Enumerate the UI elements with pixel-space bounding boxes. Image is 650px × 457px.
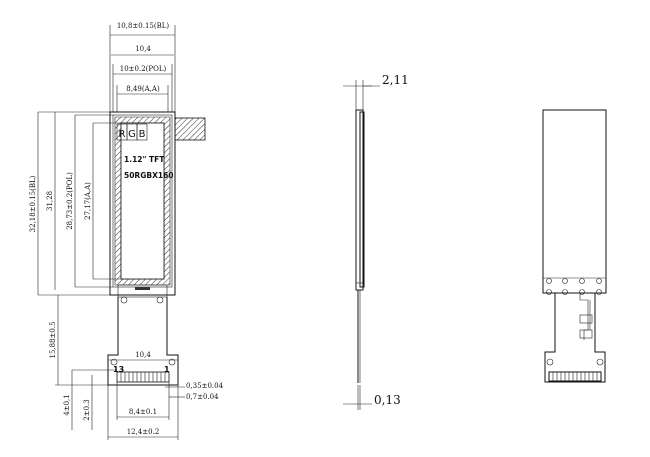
side-view: 2,11 0,13: [343, 73, 409, 410]
pin-last: 1: [164, 365, 170, 374]
active-area: [120, 122, 165, 280]
fpc: 13 1: [107, 284, 179, 386]
fpc-pads: [116, 371, 170, 383]
dim-left-fpc: 15,88±0.5: [49, 321, 57, 358]
rgb-subpixels: R G B: [116, 123, 148, 141]
rgb-g: G: [128, 129, 136, 140]
dim-top-pol: 10±0.2(POL): [120, 65, 167, 73]
dim-fpc-thickness: 0,13: [374, 393, 401, 407]
left-dimensions: 32,18±0.15(BL) 31,28 28,73±0.2(POL) 27,1…: [29, 111, 121, 430]
dim-top-width: 10,4: [135, 45, 151, 53]
dim-left-4: 4±0,1: [63, 394, 71, 415]
dim-top-bl: 10,8±0.15(BL): [117, 22, 170, 30]
dim-pins-span: 8,4±0.1: [129, 408, 157, 416]
module-outline: [109, 111, 176, 296]
dim-left-2: 2±0.3: [83, 399, 91, 420]
dim-left-h: 31,28: [46, 191, 54, 211]
rgb-b: B: [139, 129, 146, 140]
dim-thickness: 2,11: [382, 73, 409, 87]
rgb-r: R: [119, 129, 126, 140]
dim-top-aa: 8,49(A,A): [126, 85, 160, 93]
dim-pin-pitch: 0,35±0.04: [186, 382, 224, 390]
pin-first: 13: [113, 365, 124, 374]
dim-bottom-width: 10,4: [135, 351, 151, 359]
dim-left-pol: 28,73±0.2(POL): [66, 172, 74, 230]
dim-left-aa: 27,17(A,A): [84, 182, 92, 220]
protective-tab: [174, 117, 206, 141]
front-view: 10,8±0.15(BL) 10,4 10±0.2(POL) 8,49(A,A): [29, 22, 224, 440]
size-label: 1.12" TFT: [124, 155, 165, 164]
resolution-label: 50RGBX160: [124, 171, 174, 180]
dim-bottom-total: 12,4±0.2: [127, 428, 160, 436]
dim-pin-pitch2: 0,7±0.04: [186, 393, 219, 401]
dim-left-bl: 32,18±0.15(BL): [29, 175, 37, 232]
top-dimensions: 10,8±0.15(BL) 10,4 10±0.2(POL) 8,49(A,A): [109, 22, 176, 112]
back-view: [542, 109, 607, 383]
